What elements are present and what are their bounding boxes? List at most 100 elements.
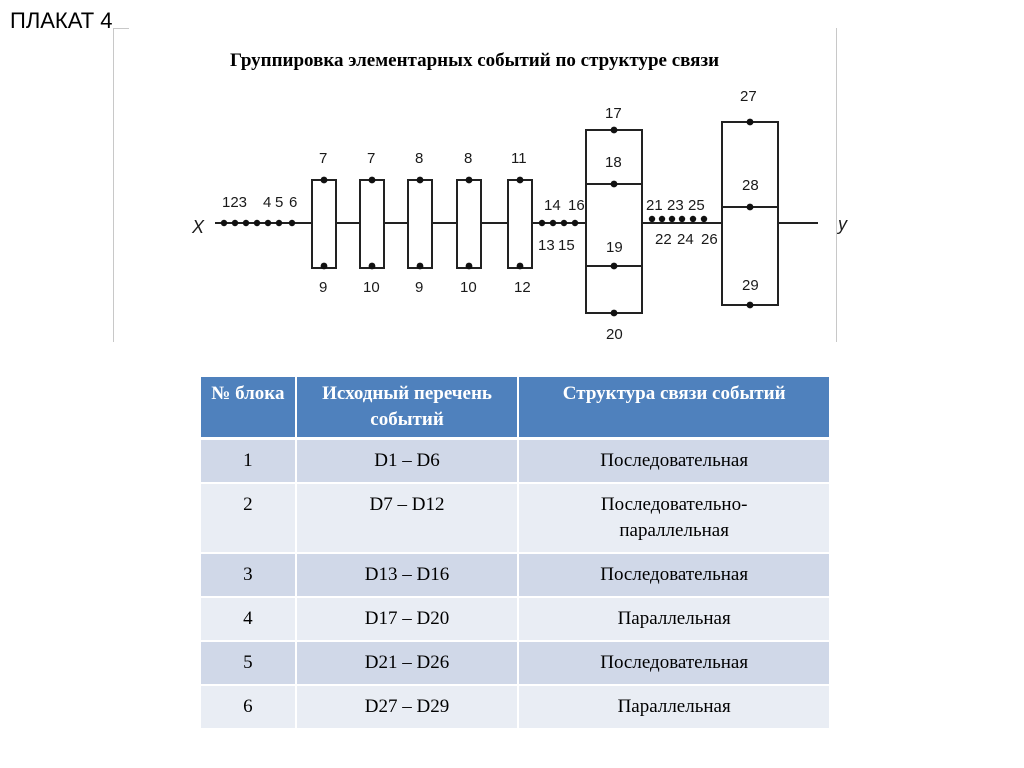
event-dot [746,203,754,211]
event-dot [516,176,524,184]
event-label: 8 [415,150,423,167]
event-dot [610,262,618,270]
column-header: Структура связи событий [518,377,831,440]
block-number: 6 [201,684,297,728]
poster-label: ПЛАКАТ 4 [10,8,113,33]
event-label: 8 [464,150,472,167]
event-block [407,179,433,269]
event-label: 123 [222,194,247,211]
event-label: 12 [514,279,531,296]
event-dot [516,262,524,270]
event-range: D21 – D26 [295,640,520,685]
event-dot [700,215,708,223]
event-label: 10 [363,279,380,296]
input-label: X [191,217,205,237]
event-dot [678,215,686,223]
event-label: 4 [263,194,271,211]
event-range: D27 – D29 [295,684,520,728]
event-label: 5 [275,194,283,211]
event-dot [416,176,424,184]
table-row: 5 D21 – D26 Последовательная [201,640,831,685]
block-diagram: X y 123 4 5 6 7 7 8 8 11 14 16 17 18 21 … [191,88,848,343]
column-header: Исходный перечень событий [295,377,520,440]
event-dot [275,219,283,227]
frame-line [113,28,114,342]
link-structure: Последовательная [518,552,831,597]
event-label: 28 [742,177,759,194]
event-label: 19 [606,239,623,256]
diagram-title: Группировка элементарных событий по стру… [229,50,720,71]
event-range: D13 – D16 [295,552,520,597]
block-number: 5 [201,640,297,685]
event-label: 27 [740,88,757,105]
frame-line [113,28,129,29]
event-label: 23 [667,197,684,214]
event-label: 16 [568,197,585,214]
event-label: 17 [605,105,622,122]
table-row: 4 D17 – D20 Параллельная [201,596,831,641]
event-range: D17 – D20 [295,596,520,641]
event-label: 7 [367,150,375,167]
event-block [456,179,482,269]
event-block [507,179,533,269]
event-dot [571,219,579,227]
event-dot [658,215,666,223]
table-row: 6 D27 – D29 Параллельная [201,684,831,728]
event-dot [689,215,697,223]
event-dot [648,215,656,223]
event-dot [320,262,328,270]
event-dot [368,262,376,270]
event-dot [549,219,557,227]
table-row: 1 D1 – D6 Последовательная [201,437,831,483]
event-dot [253,219,261,227]
event-label: 20 [606,326,623,343]
event-label: 11 [511,150,527,167]
block-number: 2 [201,482,297,553]
event-label: 25 [688,197,705,214]
event-label: 22 [655,231,672,248]
event-label: 24 [677,231,694,248]
event-dot [368,176,376,184]
event-label: 9 [319,279,327,296]
table-row: 3 D13 – D16 Последовательная [201,552,831,597]
event-dot [668,215,676,223]
blocks-table: № блока Исходный перечень событий Структ… [201,377,831,728]
event-dot [610,126,618,134]
link-structure: Параллельная [518,684,831,728]
output-label: y [836,214,848,234]
event-range: D1 – D6 [295,437,520,483]
event-label: 7 [319,150,327,167]
event-label: 26 [701,231,718,248]
event-label: 29 [742,277,759,294]
event-dot [416,262,424,270]
link-structure: Последовательная [518,437,831,483]
event-label: 21 [646,197,663,214]
block-number: 3 [201,552,297,597]
column-header: № блока [201,377,297,440]
event-dot [465,262,473,270]
event-dot [231,219,239,227]
table-header-row: № блока Исходный перечень событий Структ… [201,377,831,440]
event-block [311,179,337,269]
event-dot [220,219,228,227]
link-structure: Параллельная [518,596,831,641]
block-number: 1 [201,437,297,483]
event-dot [746,301,754,309]
event-label: 9 [415,279,423,296]
event-dot [610,180,618,188]
event-label: 18 [605,154,622,171]
frame-line [836,28,837,342]
event-dot [538,219,546,227]
link-structure: Последовательно-параллельная [518,482,831,553]
event-label: 13 [538,237,555,254]
block-number: 4 [201,596,297,641]
event-label: 10 [460,279,477,296]
event-block [359,179,385,269]
event-label: 15 [558,237,575,254]
link-structure: Последовательная [518,640,831,685]
event-label: 6 [289,194,297,211]
event-dot [610,309,618,317]
event-dot [288,219,296,227]
event-dot [320,176,328,184]
event-range: D7 – D12 [295,482,520,553]
